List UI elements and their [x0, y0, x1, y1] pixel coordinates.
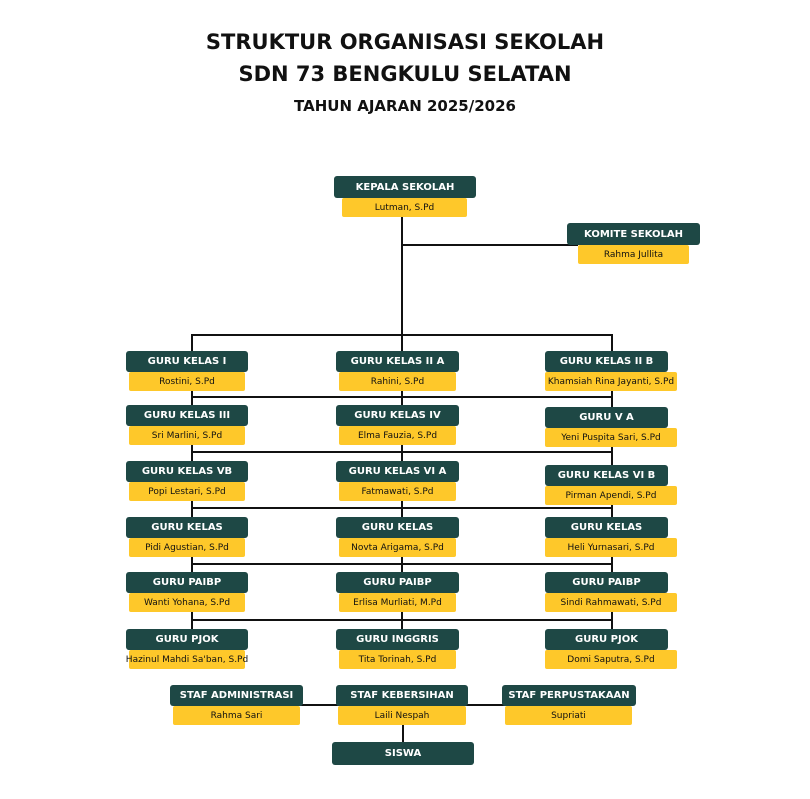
person-name: Khamsiah Rina Jayanti, S.Pd	[545, 372, 677, 391]
person-name: Sindi Rahmawati, S.Pd	[545, 593, 677, 612]
person-name: Tita Torinah, S.Pd	[339, 650, 456, 669]
person-name: Rahma Jullita	[578, 245, 689, 264]
connector-line	[401, 391, 403, 629]
person-name: Rahini, S.Pd	[339, 372, 456, 391]
person-name: Supriati	[505, 706, 632, 725]
person-name: Rostini, S.Pd	[129, 372, 245, 391]
person-name: Wanti Yohana, S.Pd	[129, 593, 245, 612]
role-header-guru-kelas: GURU KELAS	[545, 517, 668, 538]
person-name: Elma Fauzia, S.Pd	[339, 426, 456, 445]
role-header-guru-kelas: GURU KELAS	[126, 517, 248, 538]
person-name: Rahma Sari	[173, 706, 300, 725]
school-name: SDN 73 BENGKULU SELATAN	[238, 62, 572, 86]
role-header-guru-paibp: GURU PAIBP	[126, 572, 248, 593]
role-header-kepala-sekolah: KEPALA SEKOLAH	[334, 176, 476, 198]
person-name: Hazinul Mahdi Sa'ban, S.Pd	[126, 650, 248, 669]
connector-line	[191, 391, 193, 629]
role-header-guru-kelas-iii: GURU KELAS III	[126, 405, 248, 426]
chart-title: STRUKTUR ORGANISASI SEKOLAH	[205, 30, 605, 54]
connector-line	[611, 334, 613, 352]
person-name: Fatmawati, S.Pd	[339, 482, 456, 501]
role-header-staf-perpustakaan: STAF PERPUSTAKAAN	[502, 685, 636, 706]
person-name: Popi Lestari, S.Pd	[129, 482, 245, 501]
role-header-guru-paibp: GURU PAIBP	[336, 572, 459, 593]
role-header-guru-kelas-ii-b: GURU KELAS II B	[545, 351, 668, 372]
person-name: Lutman, S.Pd	[342, 198, 467, 217]
role-header-guru-kelas-ii-a: GURU KELAS II A	[336, 351, 459, 372]
connector-line	[401, 214, 403, 335]
person-name: Yeni Puspita Sari, S.Pd	[545, 428, 677, 447]
role-header-guru-kelas-vi-a: GURU KELAS VI A	[336, 461, 459, 482]
role-header-guru-kelas-i: GURU KELAS I	[126, 351, 248, 372]
person-name: Domi Saputra, S.Pd	[545, 650, 677, 669]
role-header-siswa: SISWA	[332, 742, 474, 765]
connector-line	[401, 334, 403, 352]
person-name: Laili Nespah	[338, 706, 466, 725]
role-header-guru-kelas: GURU KELAS	[336, 517, 459, 538]
role-header-guru-kelas-vi-b: GURU KELAS VI B	[545, 465, 668, 486]
role-header-staf-administrasi: STAF ADMINISTRASI	[170, 685, 303, 706]
person-name: Pirman Apendi, S.Pd	[545, 486, 677, 505]
role-header-guru-pjok: GURU PJOK	[545, 629, 668, 650]
role-header-guru-inggris: GURU INGGRIS	[336, 629, 459, 650]
connector-line	[402, 725, 404, 743]
connector-line	[191, 334, 193, 352]
academic-year: TAHUN AJARAN 2025/2026	[294, 97, 516, 115]
person-name: Erlisa Murliati, M.Pd	[339, 593, 456, 612]
role-header-staf-kebersihan: STAF KEBERSIHAN	[336, 685, 468, 706]
role-header-guru-paibp: GURU PAIBP	[545, 572, 668, 593]
connector-line	[611, 391, 613, 629]
person-name: Sri Marlini, S.Pd	[129, 426, 245, 445]
person-name: Novta Arigama, S.Pd	[339, 538, 456, 557]
role-header-guru-kelas-vb: GURU KELAS VB	[126, 461, 248, 482]
role-header-guru-pjok: GURU PJOK	[126, 629, 248, 650]
person-name: Heli Yurnasari, S.Pd	[545, 538, 677, 557]
role-header-guru-kelas-iv: GURU KELAS IV	[336, 405, 459, 426]
person-name: Pidi Agustian, S.Pd	[129, 538, 245, 557]
role-header-guru-v-a: GURU V A	[545, 407, 668, 428]
role-header-komite-sekolah: KOMITE SEKOLAH	[567, 223, 700, 245]
connector-line	[402, 244, 578, 246]
